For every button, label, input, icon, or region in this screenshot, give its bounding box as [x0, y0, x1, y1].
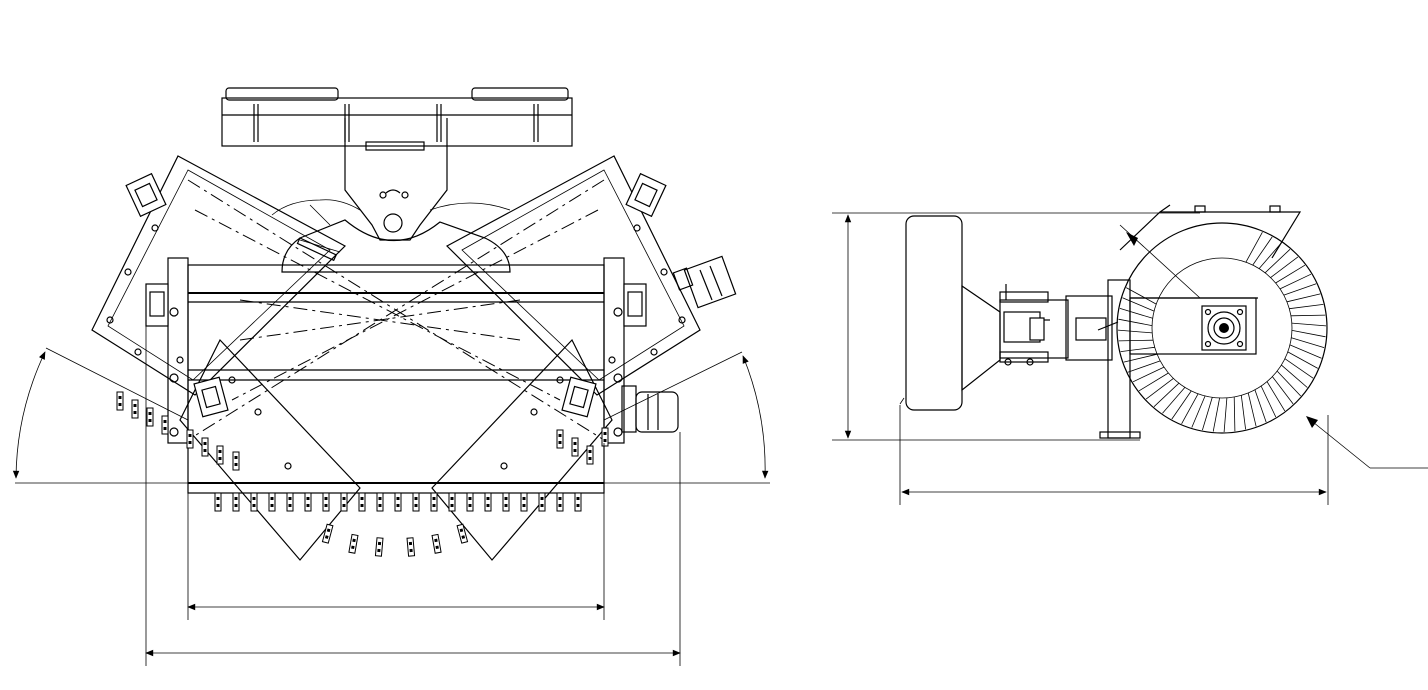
bristle-line [1191, 395, 1206, 428]
loader-plate [899, 215, 1001, 411]
bristle-line [1127, 360, 1161, 373]
bristle-line [1171, 390, 1192, 420]
lower-right-broom [431, 338, 679, 561]
bristle-line [1132, 366, 1165, 383]
bristle-line [1119, 308, 1153, 319]
bristle-line [1117, 329, 1153, 334]
pivot-arm [999, 284, 1119, 366]
bristle-line [1291, 330, 1326, 338]
dimension-length [899, 405, 1329, 505]
hydraulic-motor-lower [621, 385, 679, 433]
bristle-line [1291, 322, 1327, 327]
bristle-line [1258, 242, 1282, 269]
hanger-plate [344, 118, 448, 241]
bristle-line [1153, 382, 1180, 407]
bristle-line [1266, 381, 1286, 412]
brush-bristles [1117, 232, 1327, 433]
bristle-line [1289, 304, 1324, 310]
hydraulic-motor-top [672, 255, 737, 309]
bristle-line [1138, 372, 1169, 392]
bristle-line [1283, 283, 1317, 296]
bristle-line [1275, 264, 1306, 284]
angle-dimension-left [12, 347, 189, 479]
brush-hub [1201, 305, 1247, 351]
bristle-line [1145, 378, 1174, 400]
bristle-line [1276, 370, 1301, 397]
pivot-saddle [271, 199, 511, 273]
bristle-line [1118, 339, 1154, 342]
leader-line [1306, 416, 1428, 469]
bristle-line [1270, 256, 1299, 278]
bristle-line [1252, 236, 1273, 266]
bristle-line [1290, 314, 1326, 317]
bristle-line [1240, 395, 1246, 430]
bristle-line [1126, 287, 1157, 305]
bristle-line [1223, 397, 1228, 433]
bristle-line [1233, 396, 1236, 432]
bristle-line [1272, 376, 1294, 405]
bristle-line [1281, 364, 1308, 388]
bristle-line [1123, 353, 1158, 363]
bristle-line [1279, 273, 1312, 290]
bristle-line [1286, 293, 1321, 303]
bristle-line [1289, 344, 1322, 359]
bristle-line [1120, 346, 1155, 352]
bristle-line [1260, 385, 1277, 418]
bristle-line [1162, 387, 1186, 414]
bristle-line [1247, 392, 1257, 427]
bristle-line [1212, 397, 1220, 432]
bristle-line [1254, 389, 1267, 423]
bristle-line [1291, 337, 1325, 348]
bristle-line [1122, 297, 1155, 312]
side-view [832, 204, 1428, 505]
bristle-line [1202, 397, 1213, 431]
lower-left-broom [179, 338, 361, 561]
right-swung-broom [446, 155, 737, 396]
bristle-line [1284, 358, 1314, 379]
dimension-height [832, 212, 1200, 441]
bristle-line [1287, 351, 1318, 369]
brush-roll [1116, 222, 1328, 434]
mounting-bracket [221, 87, 573, 151]
left-swung-broom [91, 155, 346, 435]
bristle-line [1181, 393, 1199, 424]
bristle-line [1245, 232, 1263, 263]
bristle-line [1264, 249, 1291, 274]
dimension-outer-width [145, 326, 681, 666]
angle-dimension-right [603, 351, 769, 479]
broom-housing [1099, 204, 1302, 439]
bristle-line [1118, 318, 1153, 326]
dimension-inner-width [187, 443, 605, 620]
frame-clamps [145, 283, 647, 327]
swing-phantom-lines [187, 179, 605, 441]
front-view [12, 87, 770, 666]
